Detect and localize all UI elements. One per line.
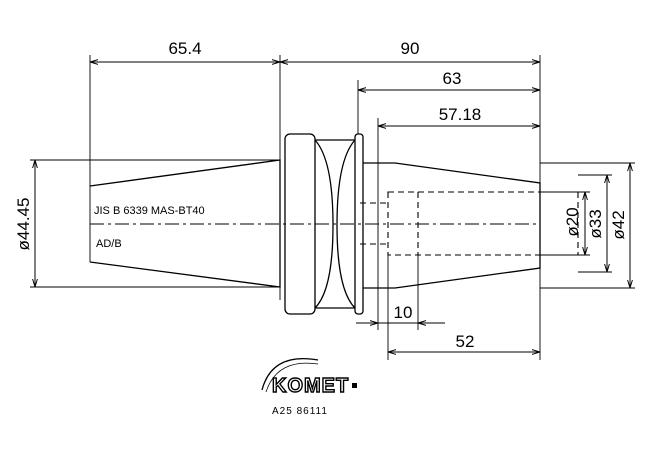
part-code: A25 86111 bbox=[272, 406, 328, 417]
body-profile bbox=[363, 162, 541, 289]
dim-shank-length: 52 bbox=[456, 332, 475, 351]
logo-brand: KOMET bbox=[272, 375, 349, 397]
dim-bore-depth: 63 bbox=[443, 69, 462, 88]
dim-bore-diameter: ø20 bbox=[563, 207, 582, 236]
komet-logo: KOMET A25 86111 bbox=[261, 358, 357, 417]
logo-arc bbox=[261, 358, 319, 391]
internal-bore bbox=[387, 191, 579, 256]
extension-lines bbox=[89, 55, 635, 360]
dim-taper-length: 65.4 bbox=[168, 39, 201, 58]
taper-standard-label: JIS B 6339 MAS-BT40 bbox=[94, 205, 205, 217]
logo-mark bbox=[352, 383, 357, 388]
dim-inner-diameter: ø33 bbox=[586, 209, 605, 238]
taper-profile bbox=[89, 159, 281, 288]
dim-outer-diameter: ø42 bbox=[609, 210, 628, 239]
dimension-lines bbox=[35, 62, 630, 352]
dim-body-length: 57.18 bbox=[439, 105, 482, 124]
collar bbox=[354, 133, 364, 315]
form-label: AD/B bbox=[96, 238, 122, 250]
dim-total-length: 90 bbox=[401, 39, 420, 58]
dim-flange-diameter: ø44.45 bbox=[14, 198, 33, 251]
dim-clamp-depth: 10 bbox=[394, 303, 413, 322]
v-groove bbox=[314, 139, 334, 309]
